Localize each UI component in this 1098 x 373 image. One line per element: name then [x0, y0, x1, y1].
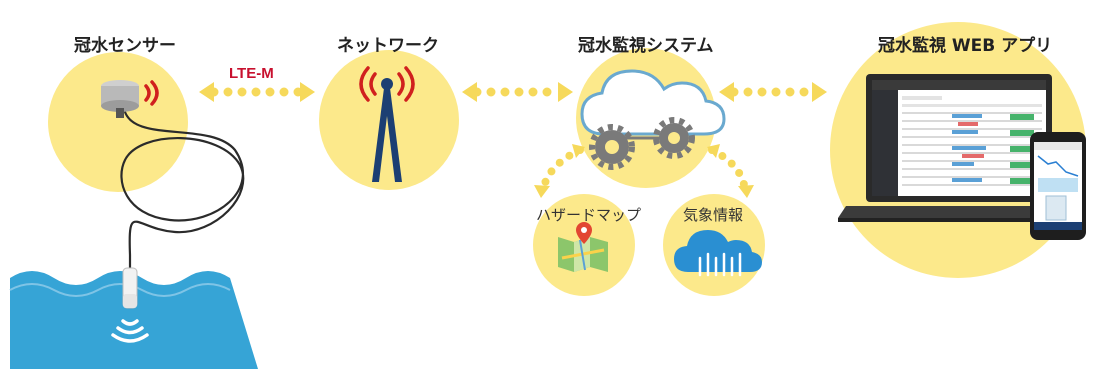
connector-system-weather: [707, 144, 754, 198]
rain-cloud-icon: [674, 230, 762, 277]
map-icon: [558, 237, 608, 272]
water-icon: [9, 271, 258, 369]
connector-network-system: [462, 82, 573, 102]
weather-label: 気象情報: [683, 206, 744, 224]
sensor-circle: [48, 52, 188, 192]
connector-sensor-network: [199, 82, 315, 102]
sensor-signal-icon: [144, 80, 159, 106]
network-label: ネットワーク: [337, 36, 439, 56]
link-label-lte-m: LTE-M: [229, 65, 274, 82]
connector-system-hazard: [534, 144, 585, 198]
system-label: 冠水監視システム: [578, 36, 714, 56]
smartphone-icon: [1030, 132, 1086, 240]
webapp-label: 冠水監視 WEB アプリ: [878, 36, 1053, 56]
sensor-label: 冠水センサー: [74, 36, 176, 56]
cloud-gears-icon: [580, 69, 726, 170]
antenna-icon: [359, 66, 415, 182]
laptop-table: [902, 112, 1042, 186]
sensor-cable: [120, 107, 245, 268]
connector-system-webapp: [719, 82, 827, 102]
water-signal-icon: [111, 319, 149, 343]
laptop-icon: [838, 74, 1078, 222]
map-pin-icon: [576, 222, 592, 244]
hazard-map-label: ハザードマップ: [536, 206, 642, 224]
sensor-device-icon: [101, 80, 139, 118]
probe-icon: [122, 267, 138, 309]
